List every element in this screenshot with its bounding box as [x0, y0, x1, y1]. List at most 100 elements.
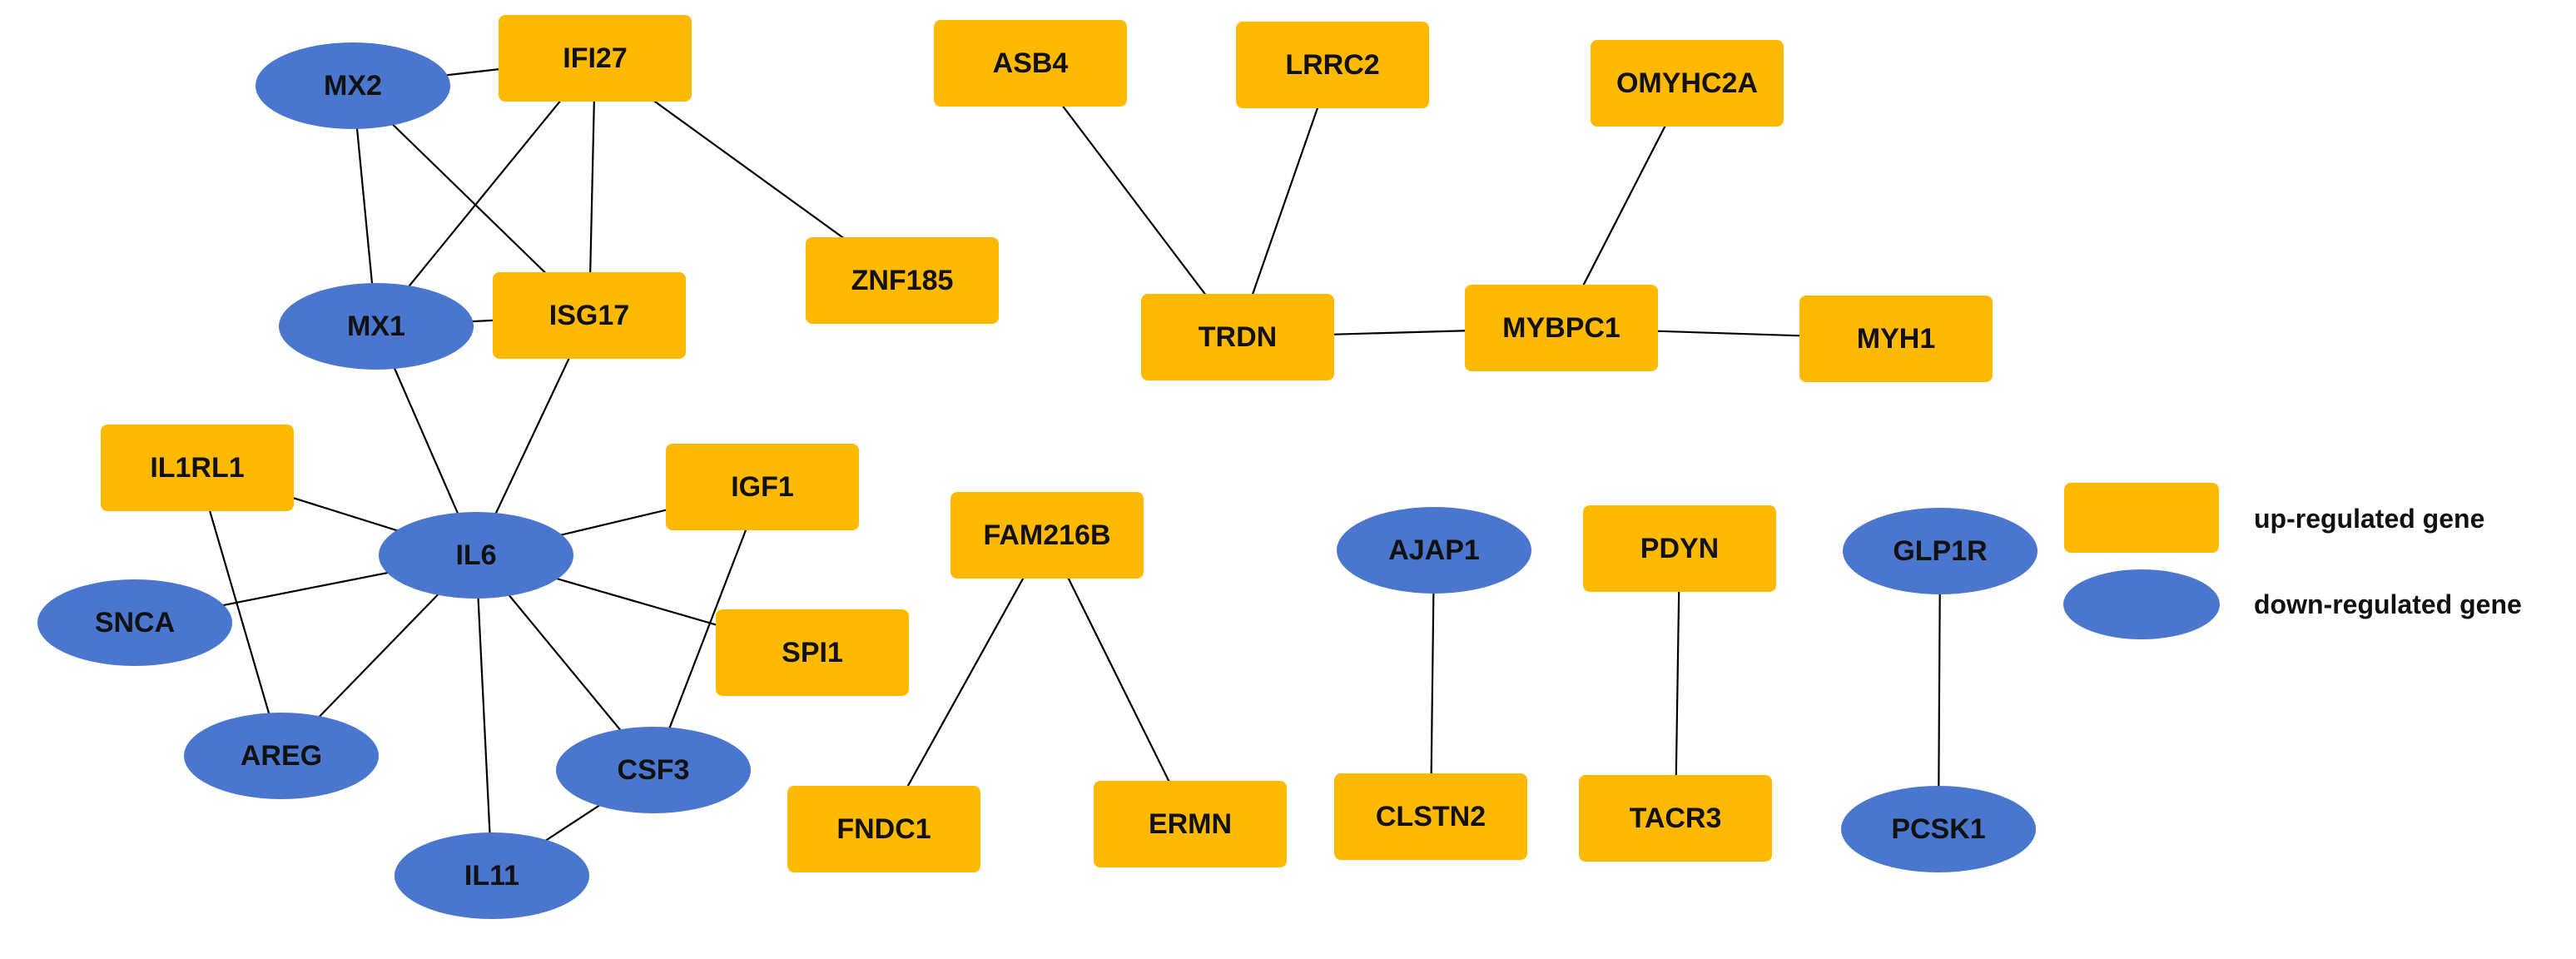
edge-pdyn-tacr3: [1674, 548, 1681, 819]
down-regulated-node-shape: [37, 579, 232, 666]
node-label: LRRC2: [1285, 49, 1379, 81]
down-regulated-node-shape: [556, 727, 751, 813]
edge-glp1r-pcsk1: [1937, 550, 1942, 830]
up-regulated-node-shape: [1579, 775, 1772, 862]
down-regulated-node-shape: [1841, 786, 2036, 872]
legend-up-label: up-regulated gene: [2254, 504, 2484, 534]
up-regulated-node-shape: [1141, 294, 1334, 380]
node-clstn2: CLSTN2: [1334, 773, 1527, 860]
down-regulated-node-shape: [256, 42, 450, 129]
node-label: TACR3: [1630, 802, 1722, 834]
node-label: IFI27: [563, 42, 627, 74]
node-fam216b: FAM216B: [950, 492, 1144, 579]
down-regulated-node-shape: [395, 832, 589, 919]
node-il6: IL6: [379, 512, 573, 599]
down-regulated-node-shape: [1337, 507, 1531, 594]
node-glp1r: GLP1R: [1843, 508, 2037, 594]
up-regulated-node-shape: [1583, 505, 1776, 592]
up-regulated-node-shape: [1334, 773, 1527, 860]
node-label: GLP1R: [1893, 535, 1987, 567]
node-label: ISG17: [549, 300, 629, 331]
node-label: CSF3: [618, 754, 690, 786]
node-label: PDYN: [1640, 533, 1719, 564]
legend-down-swatch: [2063, 569, 2220, 639]
edge-ifi27-mx1: [375, 57, 596, 327]
node-tacr3: TACR3: [1579, 775, 1772, 862]
node-label: IL11: [464, 860, 519, 892]
edge-fam216b-ermn: [1046, 534, 1191, 825]
legend-down-label: down-regulated gene: [2254, 589, 2522, 619]
node-il11: IL11: [395, 832, 589, 919]
up-regulated-node-shape: [787, 786, 980, 872]
up-regulated-node-shape: [499, 15, 692, 102]
node-pcsk1: PCSK1: [1841, 786, 2036, 872]
edge-asb4-trdn: [1030, 62, 1238, 338]
node-label: ASB4: [993, 47, 1069, 79]
node-label: TRDN: [1199, 321, 1277, 353]
node-label: SPI1: [782, 637, 843, 668]
node-ermn: ERMN: [1094, 781, 1287, 867]
edge-fam216b-fndc1: [883, 534, 1048, 830]
edge-lrrc2-trdn: [1236, 64, 1334, 338]
node-label: IL1RL1: [150, 452, 244, 484]
up-regulated-node-shape: [934, 20, 1127, 107]
node-fndc1: FNDC1: [787, 786, 980, 872]
node-trdn: TRDN: [1141, 294, 1334, 380]
node-mybpc1: MYBPC1: [1465, 285, 1658, 371]
up-regulated-node-shape: [1236, 22, 1429, 108]
node-areg: AREG: [184, 713, 379, 799]
edge-il1rl1-areg: [196, 467, 283, 757]
down-regulated-node-shape: [184, 713, 379, 799]
up-regulated-node-shape: [493, 272, 686, 359]
node-pdyn: PDYN: [1583, 505, 1776, 592]
node-label: CLSTN2: [1376, 801, 1486, 832]
edge-ajap1-clstn2: [1429, 549, 1436, 817]
up-regulated-node-shape: [666, 444, 859, 530]
node-csf3: CSF3: [556, 727, 751, 813]
up-regulated-node-shape: [1094, 781, 1287, 867]
edges-layer: [134, 57, 1942, 877]
node-snca: SNCA: [37, 579, 232, 666]
legend-up-swatch: [2064, 483, 2219, 553]
node-label: AJAP1: [1388, 534, 1480, 566]
down-regulated-node-shape: [1843, 508, 2037, 594]
node-mx1: MX1: [279, 283, 474, 370]
node-label: IL6: [455, 539, 496, 571]
node-label: IGF1: [731, 471, 794, 503]
node-label: OMYHC2A: [1616, 67, 1758, 99]
up-regulated-node-shape: [1465, 285, 1658, 371]
node-label: FNDC1: [836, 813, 931, 845]
node-isg17: ISG17: [493, 272, 686, 359]
node-label: AREG: [241, 740, 322, 772]
node-omyhc2a: OMYHC2A: [1591, 40, 1784, 127]
up-regulated-node-shape: [716, 609, 909, 696]
node-myh1: MYH1: [1799, 296, 1993, 382]
node-label: PCSK1: [1891, 813, 1985, 845]
node-znf185: ZNF185: [806, 237, 999, 324]
edge-igf1-csf3: [652, 486, 764, 771]
node-label: SNCA: [95, 607, 175, 639]
up-regulated-node-shape: [1591, 40, 1784, 127]
node-ajap1: AJAP1: [1337, 507, 1531, 594]
node-asb4: ASB4: [934, 20, 1127, 107]
down-regulated-node-shape: [279, 283, 474, 370]
node-label: FAM216B: [983, 519, 1110, 551]
up-regulated-node-shape: [101, 425, 294, 511]
node-label: MX2: [324, 70, 382, 102]
node-label: ERMN: [1149, 808, 1232, 840]
edge-il6-il11: [474, 554, 494, 877]
down-regulated-node-shape: [379, 512, 573, 599]
up-regulated-node-shape: [806, 237, 999, 324]
node-label: MYBPC1: [1502, 312, 1621, 344]
node-label: MYH1: [1857, 323, 1935, 355]
legend: up-regulated gene down-regulated gene: [2063, 483, 2522, 639]
node-lrrc2: LRRC2: [1236, 22, 1429, 108]
node-mx2: MX2: [256, 42, 450, 129]
node-label: ZNF185: [851, 265, 954, 296]
node-igf1: IGF1: [666, 444, 859, 530]
node-ifi27: IFI27: [499, 15, 692, 102]
up-regulated-node-shape: [950, 492, 1144, 579]
node-il1rl1: IL1RL1: [101, 425, 294, 511]
